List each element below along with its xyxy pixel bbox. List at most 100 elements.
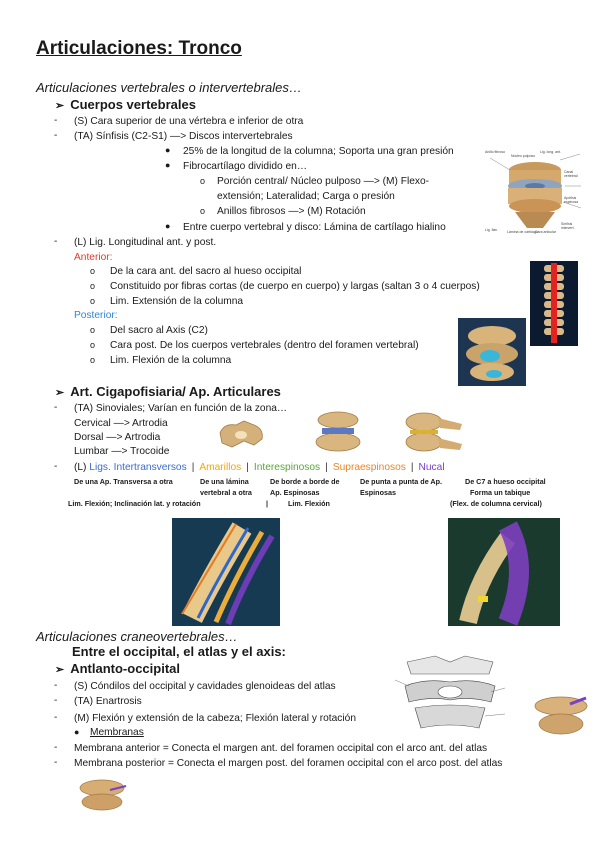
dash-bullet: - xyxy=(54,695,58,706)
diagram-label: Anillo fibroso xyxy=(485,150,506,154)
anterior-1: De la cara ant. del sacro al hueso occip… xyxy=(110,266,302,277)
desc-interespinosos-1: De borde a borde de xyxy=(270,477,340,486)
nuchal-ligament-image xyxy=(448,518,560,626)
circle-bullet: o xyxy=(200,206,206,216)
cuerpos-sub-1b: extensión; Lateralidad; Carga o presión xyxy=(217,191,395,202)
lig-interespinosos: Interespinosos xyxy=(253,462,321,473)
diagram-label: Apófisis espinosa xyxy=(564,196,579,204)
dash-bullet: - xyxy=(54,757,58,768)
dash-bullet: - xyxy=(54,680,58,691)
dash-bullet: - xyxy=(54,402,58,413)
posterior-1: Del sacro al Axis (C2) xyxy=(110,325,208,336)
cuerpos-sub-1a: Porción central/ Núcleo pulposo —> (M) F… xyxy=(217,176,430,187)
diagram-label: Sínfisis intervert. xyxy=(561,222,575,230)
lig-nucal: Nucal xyxy=(418,462,445,473)
cuerpos-bullet-1: 25% de la longitud de la columna; Soport… xyxy=(183,146,454,157)
subheading-cigapofisiaria: ➢ Art. Cigapofisiaria/ Ap. Articulares xyxy=(55,384,281,399)
subheading-cuerpos: ➢ Cuerpos vertebrales xyxy=(55,97,196,112)
spine-ligaments-image xyxy=(172,518,280,626)
dash-bullet: - xyxy=(54,742,58,753)
circle-bullet: o xyxy=(90,355,96,365)
atlanto-heading-text: Antlanto-occipital xyxy=(70,661,180,676)
cervical-vertebra-image xyxy=(214,415,268,455)
atlanto-line-ta: (TA) Enartrosis xyxy=(74,696,142,707)
membrana-anterior: Membrana anterior = Conecta el margen an… xyxy=(74,743,488,754)
cigapo-lumbar: Lumbar —> Trocoide xyxy=(74,446,170,457)
label-anterior: Anterior: xyxy=(74,252,113,263)
circle-bullet: o xyxy=(90,296,96,306)
cigapo-cervical: Cervical —> Artrodia xyxy=(74,418,168,429)
desc-nucal-2: Forma un tabique xyxy=(470,488,531,497)
lig-supraespinosos: Supraespinosos xyxy=(332,462,406,473)
circle-bullet: o xyxy=(200,176,206,186)
atlas-line-drawing xyxy=(395,652,505,734)
atlanto-line-m: (M) Flexión y extensión de la cabeza; Fl… xyxy=(74,713,356,724)
subheading-atlanto-occipital: ➢ Antlanto-occipital xyxy=(55,661,180,676)
membranas-label: Membranas xyxy=(90,727,144,738)
desc-nucal-1: De C7 a hueso occipital xyxy=(465,477,546,486)
atlas-axis-small-image xyxy=(74,776,130,812)
anterior-2: Constituido por fibras cortas (de cuerpo… xyxy=(110,281,480,292)
limit-separator: | xyxy=(266,499,269,508)
dash-bullet: - xyxy=(54,130,58,141)
dot-bullet: ● xyxy=(74,727,80,737)
limit-2: Lim. Flexión xyxy=(288,499,330,508)
lumbar-vertebra-image xyxy=(400,408,468,456)
dot-bullet: ● xyxy=(165,221,171,231)
diagram-label: Lámina de cartílago xyxy=(507,230,538,234)
dorsal-vertebra-image xyxy=(308,408,368,456)
limit-1: Lim. Flexión; Inclinación lat. y rotació… xyxy=(68,499,201,508)
label-posterior: Posterior: xyxy=(74,310,118,321)
anterior-ligament-image xyxy=(530,261,578,346)
dash-bullet: - xyxy=(54,712,58,723)
cuerpos-heading-text: Cuerpos vertebrales xyxy=(70,97,196,112)
dot-bullet: ● xyxy=(165,160,171,170)
dash-bullet: - xyxy=(54,115,58,126)
intervertebral-disc-diagram: Anillo fibroso Núcleo pulposo Lig. long.… xyxy=(485,150,585,235)
cuerpos-bullet-3: Entre cuerpo vertebral y disco: Lámina d… xyxy=(183,222,446,233)
cuerpos-bullet-2: Fibrocartílago dividido en… xyxy=(183,161,308,172)
cuerpos-line-ta: (TA) Sínfisis (C2-S1) —> Discos interver… xyxy=(74,131,293,142)
arrow-bullet-icon: ➢ xyxy=(55,100,65,112)
cranio-intro: Entre el occipital, el atlas y el axis: xyxy=(72,644,286,659)
posterior-ligament-image xyxy=(458,318,526,386)
desc-interespinosos-2: Ap. Espinosas xyxy=(270,488,320,497)
ligaments-list: (L) Ligs. Intertransversos|Amarillos|Int… xyxy=(74,462,445,473)
diagram-label: Núcleo pulposo xyxy=(511,154,536,158)
lig-amarillos: Amarillos xyxy=(199,462,242,473)
diagram-label: Cara articular xyxy=(535,230,557,234)
section-heading-vertebrales: Articulaciones vertebrales o interverteb… xyxy=(36,80,302,95)
posterior-2: Cara post. De los cuerpos vertebrales (d… xyxy=(110,340,419,351)
cigapo-line-ta: (TA) Sinoviales; Varían en función de la… xyxy=(74,403,288,414)
diagram-label: Lig. flav. xyxy=(485,228,498,232)
diagram-label: Canal vertebral xyxy=(564,170,578,178)
circle-bullet: o xyxy=(90,340,96,350)
membrana-posterior: Membrana posterior = Conecta el margen p… xyxy=(74,758,503,769)
lig-intertransversos: Ligs. Intertransversos xyxy=(89,462,187,473)
circle-bullet: o xyxy=(90,325,96,335)
desc-supraespinosos-2: Espinosas xyxy=(360,488,396,497)
arrow-bullet-icon: ➢ xyxy=(55,664,65,676)
desc-amarillos-1: De una lámina xyxy=(200,477,249,486)
page-title: Articulaciones: Tronco xyxy=(36,38,242,59)
desc-amarillos-2: vertebral a otra xyxy=(200,488,252,497)
cuerpos-line-s: (S) Cara superior de una vértebra e infe… xyxy=(74,116,304,127)
diagram-label: Lig. long. ant. xyxy=(540,150,562,154)
cuerpos-line-l: (L) Lig. Longitudinal ant. y post. xyxy=(74,237,217,248)
desc-supraespinosos-1: De punta a punta de Ap. xyxy=(360,477,442,486)
dash-bullet: - xyxy=(54,461,58,472)
desc-intertransversos: De una Ap. Transversa a otra xyxy=(74,477,173,486)
arrow-bullet-icon: ➢ xyxy=(55,387,65,399)
section-heading-craneovertebrales: Articulaciones craneovertebrales… xyxy=(36,629,238,644)
cigapo-dorsal: Dorsal —> Artrodia xyxy=(74,432,161,443)
lig-prefix: (L) xyxy=(74,462,87,473)
dash-bullet: - xyxy=(54,236,58,247)
anterior-3: Lim. Extensión de la columna xyxy=(110,296,244,307)
atlas-color-image xyxy=(530,690,592,740)
cigapo-heading-text: Art. Cigapofisiaria/ Ap. Articulares xyxy=(70,384,281,399)
desc-nucal-3: (Flex. de columna cervical) xyxy=(450,499,542,508)
circle-bullet: o xyxy=(90,281,96,291)
atlanto-line-s: (S) Cóndilos del occipital y cavidades g… xyxy=(74,681,336,692)
circle-bullet: o xyxy=(90,266,96,276)
dot-bullet: ● xyxy=(165,145,171,155)
